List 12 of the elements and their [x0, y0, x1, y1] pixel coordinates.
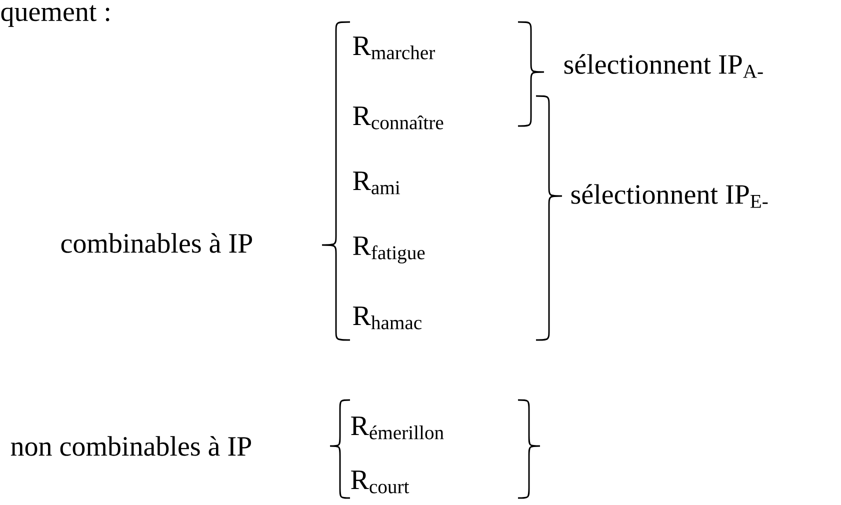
text-label: R$_{ami}$ [353, 172, 400, 194]
text-label: sélectionnent IP$_{A-}$ [564, 54, 763, 78]
text-label: non combinables à IP [10, 436, 252, 456]
text-label: R$_{court}$ [351, 470, 410, 494]
text-label: R$_{fatigue}$ [353, 236, 425, 264]
text-label: combinables à IP [61, 233, 252, 253]
text-label: sélectionnent IP$_{E-}$ [571, 184, 768, 208]
text-label: R$_{marcher}$ [353, 36, 435, 60]
text-label: R$_{hamac}$ [353, 306, 422, 330]
text-label: quement : [1, 5, 110, 27]
text-label: $\text{R}_{\text{connaître}}$ [353, 106, 444, 130]
text-label: $\text{R}_{\text{émerillon}}$ [351, 416, 444, 440]
